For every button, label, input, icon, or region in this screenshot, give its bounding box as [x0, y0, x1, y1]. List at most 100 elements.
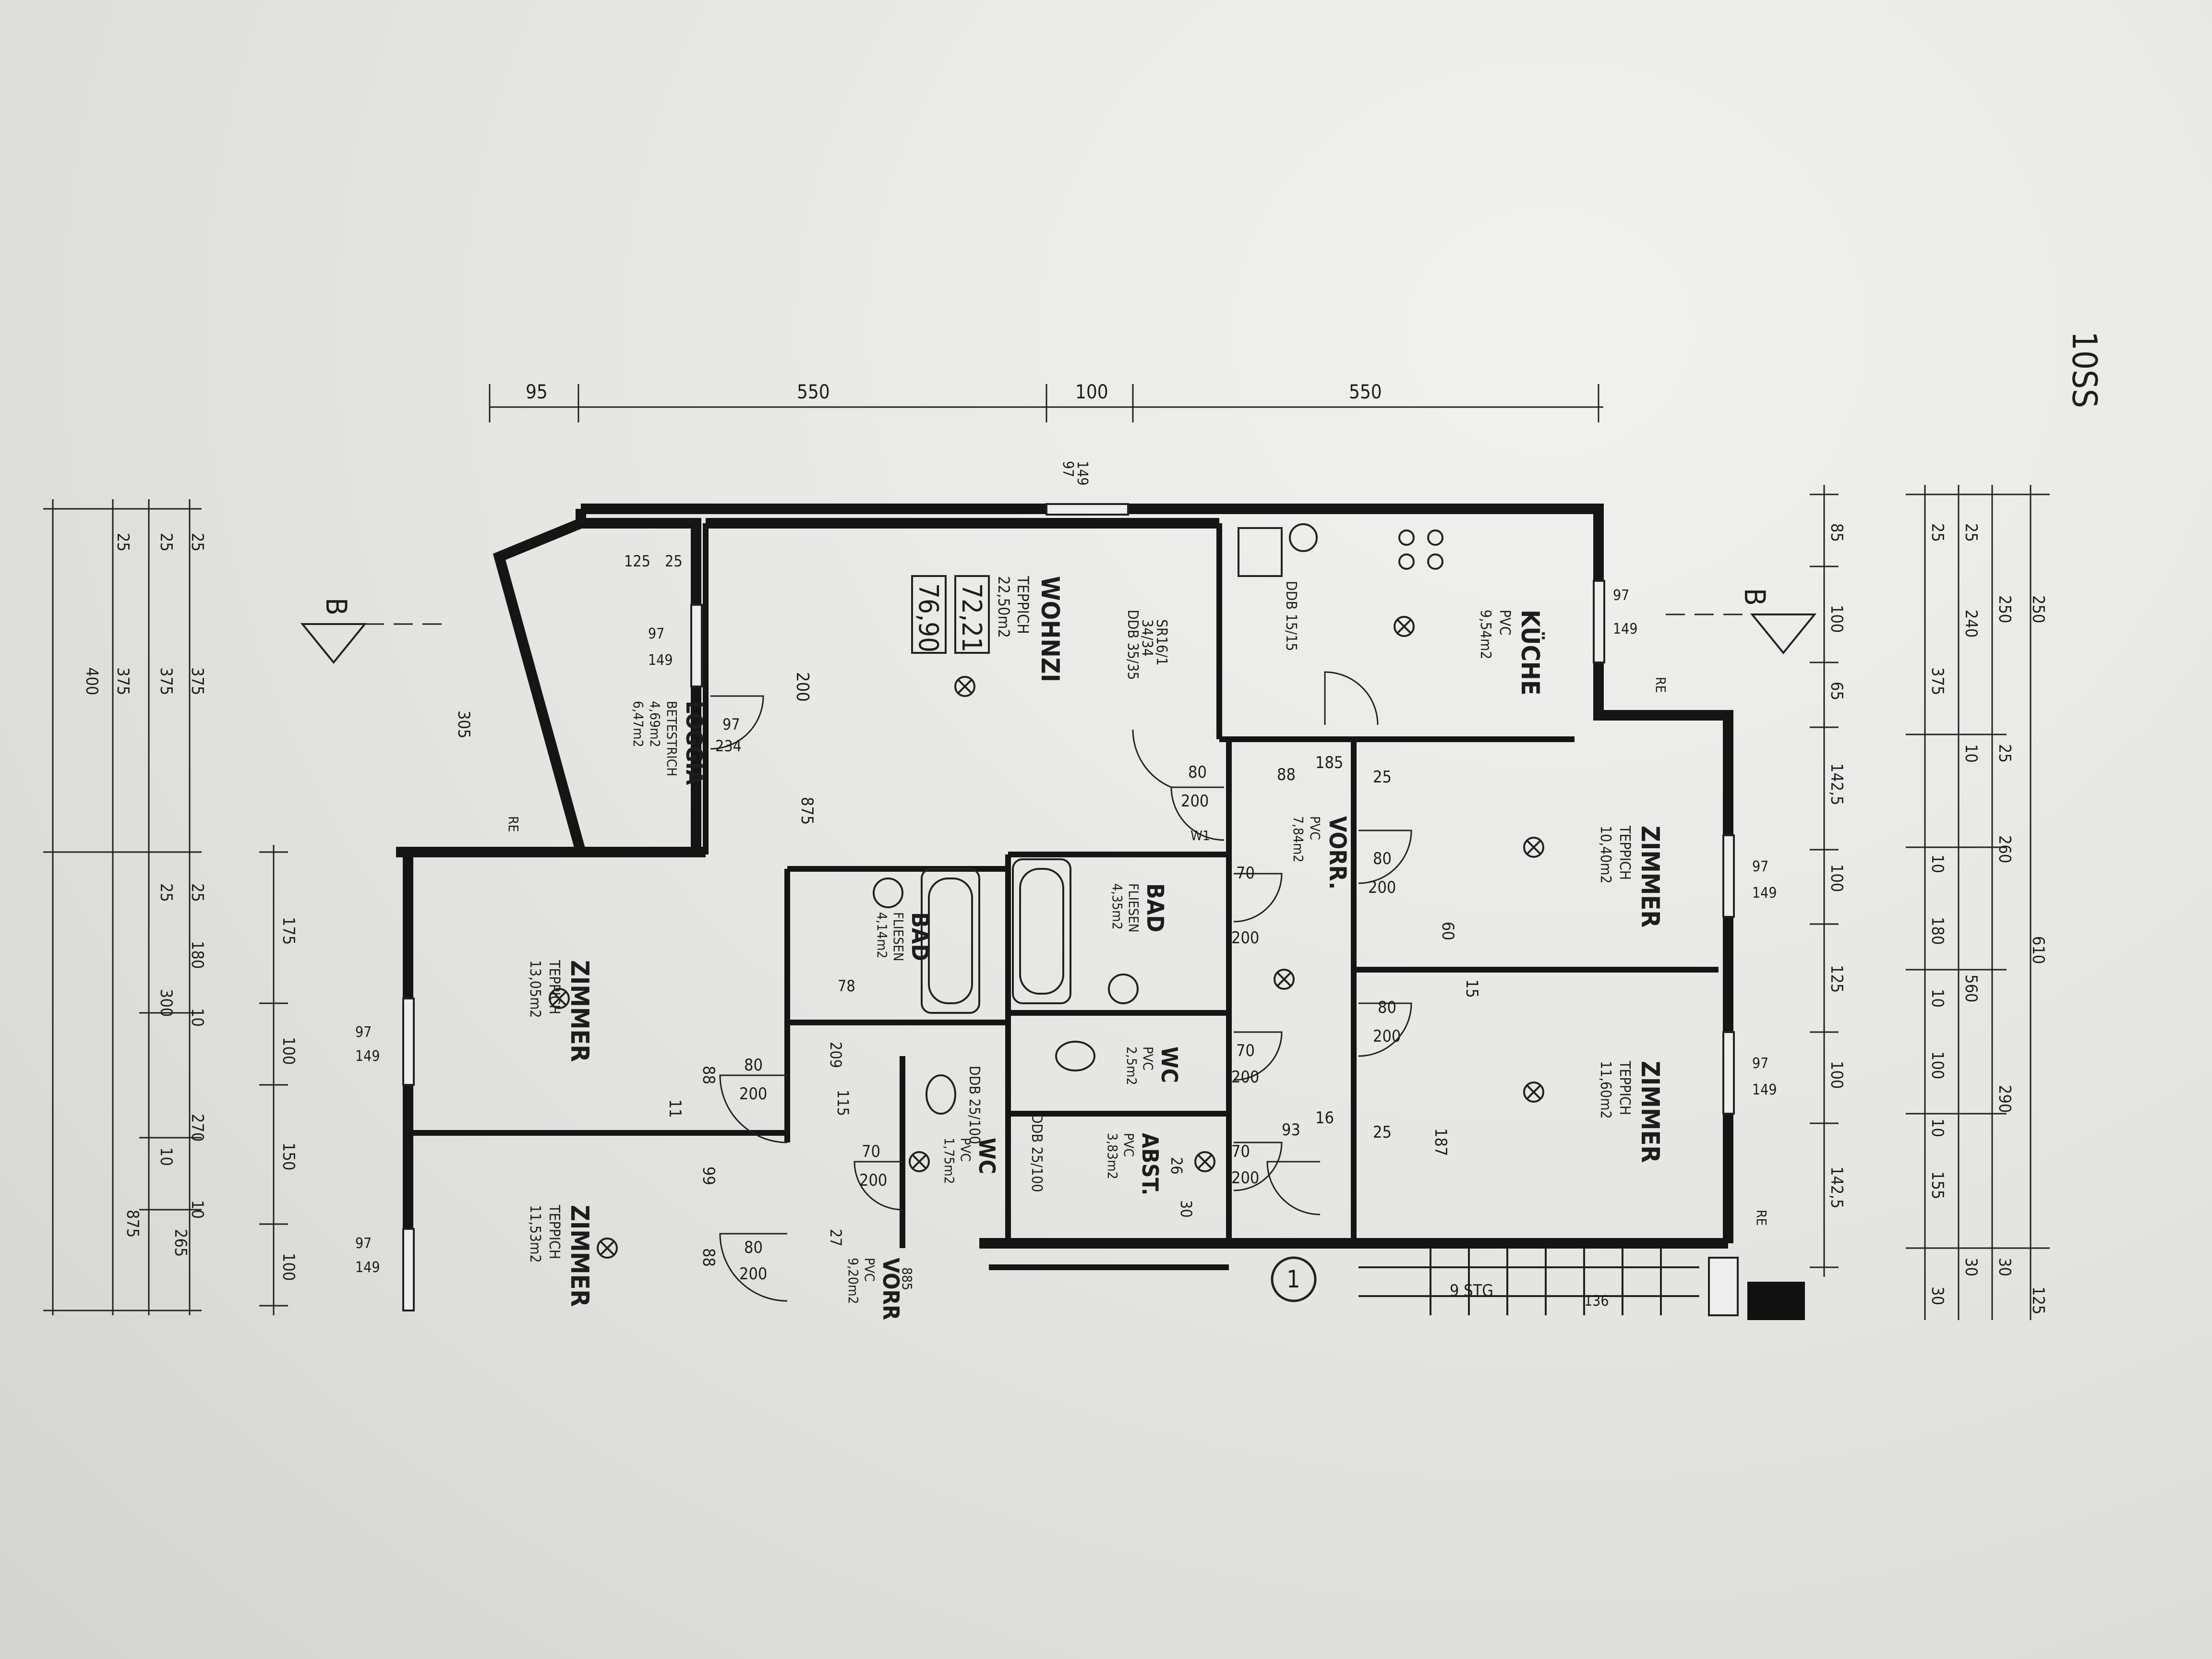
- stair-136: 136: [1584, 1293, 1609, 1310]
- right-dim-a7: 100: [1827, 1061, 1846, 1089]
- wc1-area: 2,5m2: [1124, 1046, 1140, 1085]
- loggia-name: LOGGIA: [681, 701, 707, 785]
- interior-walls: [408, 523, 1719, 1270]
- right-dim-b3: 10: [1961, 744, 1981, 763]
- wohnzi-box1: 72,21: [956, 583, 987, 652]
- inner-875: 875: [797, 797, 817, 825]
- section-b-right: B: [1738, 588, 1771, 606]
- door-200-1: 200: [1181, 792, 1209, 811]
- right-dim-c1: 25: [1961, 523, 1981, 542]
- re-label-2: RE: [1653, 677, 1669, 693]
- door-11: 11: [665, 1099, 685, 1118]
- right-dim-c3: 25: [1995, 744, 2014, 763]
- bad1-floor: FLIESEN: [1126, 883, 1142, 933]
- right-dim-a1: 85: [1827, 523, 1846, 542]
- left-dim-b6: 265: [171, 1229, 190, 1257]
- inner-30: 30: [1177, 1200, 1195, 1218]
- left-dim-a4: 875: [123, 1210, 142, 1238]
- right-dim-b2: 375: [1928, 667, 1947, 695]
- vorr2-name: VORR: [878, 1258, 904, 1320]
- right-dim-b5: 180: [1928, 917, 1947, 945]
- door-70-3: 70: [1231, 1142, 1250, 1161]
- doors: [710, 671, 1412, 1302]
- right-dim-b4: 10: [1928, 854, 1947, 873]
- inner-dimensions: 200 875 305 125 25 234 97 78 209 115 99 …: [454, 552, 1195, 1247]
- left-dim-c5: 10: [188, 1008, 207, 1027]
- inner-97: 97: [722, 715, 740, 733]
- inner-99: 99: [699, 1166, 718, 1185]
- inner-27: 27: [827, 1229, 845, 1247]
- door-80-2: 80: [1373, 849, 1392, 868]
- door-60: 60: [1438, 922, 1457, 940]
- zimmer1-name: ZIMMER: [1635, 826, 1664, 927]
- left-dim-b2: 375: [156, 667, 176, 695]
- bad2-floor: FLIESEN: [890, 912, 906, 962]
- left-dim-c3: 25: [188, 883, 207, 902]
- right-dimension-chains: 85 100 65 142,5 100 125 100 142,5 25 375…: [1810, 485, 2050, 1320]
- wohnzi-box2: 76,90: [913, 583, 944, 652]
- win-label-r2-a: 97: [1752, 858, 1768, 875]
- right-dim-b1: 25: [1928, 523, 1947, 542]
- top-dim-4: 550: [1349, 381, 1382, 403]
- abst-floor: PVC: [1121, 1133, 1137, 1157]
- left-dim-b4: 300: [156, 989, 176, 1017]
- loggia-area1: 4,69m2: [647, 701, 663, 747]
- right-dim-a2: 100: [1827, 605, 1846, 633]
- ddb3-label: DDB 25/100: [966, 1066, 983, 1144]
- right-dim-a4: 142,5: [1827, 763, 1846, 805]
- re-label-3: RE: [1754, 1210, 1769, 1226]
- win-label-l2-b: 149: [355, 1259, 380, 1276]
- right-dim-d1: 250: [1995, 595, 2014, 623]
- v885-label: 885: [899, 1267, 915, 1290]
- inner-26: 26: [1167, 1157, 1186, 1175]
- left-dimension-chains: 25 375 400 875 25 375 25 300 10 265 25 3…: [43, 499, 298, 1315]
- wc2-name: WC: [974, 1138, 1000, 1174]
- door-200-7: 200: [739, 1084, 767, 1104]
- zimmer2-floor: TEPPICH: [1616, 1060, 1633, 1115]
- door-dimensions: 80 200 88 80 200 80 200 70 200 70 200 70…: [665, 753, 1481, 1284]
- wc2-floor: PVC: [958, 1138, 974, 1162]
- door-15: 15: [1462, 979, 1481, 998]
- left-dim-b1: 25: [156, 533, 176, 552]
- inner-209: 209: [827, 1042, 845, 1068]
- vorr1-floor: PVC: [1307, 816, 1323, 840]
- door-200-6: 200: [1231, 1168, 1259, 1188]
- zimmer3-area: 13,05m2: [527, 960, 543, 1018]
- win-label-r3-b: 149: [1752, 1082, 1777, 1098]
- right-dim-a3: 65: [1827, 682, 1846, 700]
- win-label-r1-b: 149: [1613, 621, 1638, 637]
- left-dim-b3: 25: [156, 883, 176, 902]
- w1-label: W1: [1190, 828, 1210, 843]
- zimmer3-name: ZIMMER: [565, 960, 594, 1062]
- door-200-2: 200: [1368, 878, 1396, 897]
- zimmer1-floor: TEPPICH: [1616, 825, 1633, 880]
- door-187: 187: [1431, 1128, 1450, 1156]
- zimmer1-area: 10,40m2: [1597, 826, 1614, 884]
- left-dim-b5: 10: [156, 1147, 176, 1166]
- right-dim-a8: 142,5: [1827, 1166, 1846, 1209]
- right-dim-b11: 30: [1928, 1286, 1947, 1305]
- wc2-area: 1,75m2: [941, 1138, 957, 1184]
- abst-area: 3,83m2: [1105, 1133, 1120, 1179]
- left-dim-d1: 175: [279, 917, 298, 945]
- vorr1-area: 7,84m2: [1290, 816, 1306, 863]
- loggia-floor: BETESTRICH: [664, 701, 680, 776]
- door-80-3: 80: [1378, 998, 1396, 1017]
- stair-steps: 9 STG: [1450, 1281, 1493, 1300]
- sr2-label: 34/34: [1139, 619, 1155, 657]
- right-dim-b9: 155: [1928, 1171, 1947, 1199]
- section-marker-right: B: [1666, 588, 1817, 655]
- door-200-8: 200: [739, 1264, 767, 1284]
- section-b-left: B: [319, 598, 353, 615]
- right-dim-b7: 100: [1928, 1051, 1947, 1079]
- win-label-top-2: 149: [1074, 461, 1091, 486]
- inner-125: 125: [624, 552, 650, 570]
- inner-25: 25: [665, 552, 683, 570]
- bad2-name: BAD: [906, 912, 933, 961]
- right-dim-c5: 560: [1961, 974, 1981, 1002]
- zimmer2-name: ZIMMER: [1635, 1061, 1664, 1163]
- bad1-area: 4,35m2: [1109, 883, 1125, 930]
- sr-label: SR16/1: [1153, 619, 1170, 666]
- left-dim-d3: 150: [279, 1142, 298, 1170]
